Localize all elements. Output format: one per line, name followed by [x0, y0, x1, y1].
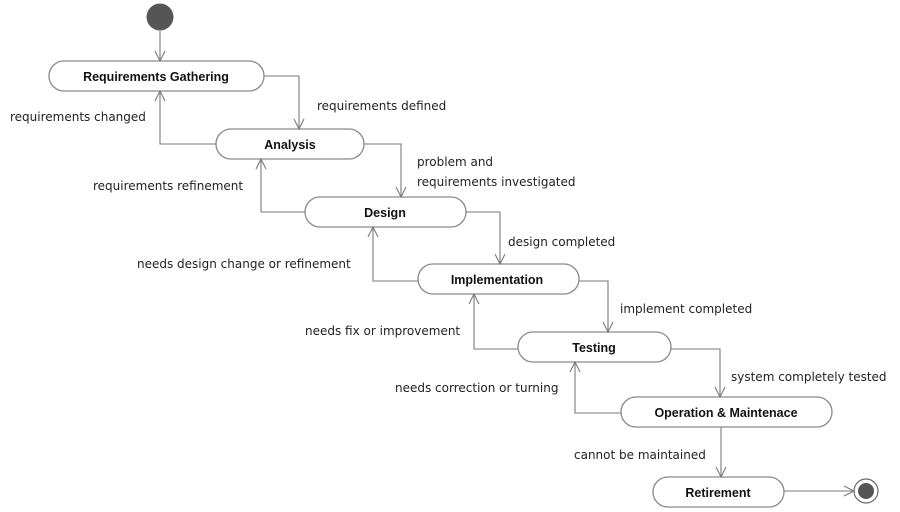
edge-requirements-defined	[264, 75, 305, 131]
state-label-analysis: Analysis	[264, 138, 315, 152]
label-requirements-defined: requirements defined	[317, 99, 446, 113]
edge-needs-design-change	[367, 225, 418, 282]
label-system-tested: system completely tested	[731, 370, 887, 384]
edge-requirements-refinement	[255, 157, 305, 213]
state-retirement: Retirement	[652, 476, 785, 508]
state-label-operation: Operation & Maintenace	[654, 406, 797, 420]
label-requirements-refinement: requirements refinement	[93, 179, 243, 193]
final-node	[853, 478, 879, 504]
label-requirements-changed: requirements changed	[10, 110, 146, 124]
edge-cannot-be-maintained	[715, 427, 727, 479]
state-label-implementation: Implementation	[451, 273, 543, 287]
label-needs-fix: needs fix or improvement	[305, 324, 460, 338]
edge-system-tested	[671, 348, 726, 399]
state-operation-maintenance: Operation & Maintenace	[620, 396, 833, 428]
initial-node	[146, 3, 174, 31]
state-testing: Testing	[517, 331, 672, 363]
label-needs-correction: needs correction or turning	[395, 381, 558, 395]
state-requirements-gathering: Requirements Gathering	[48, 60, 265, 92]
label-problem-investigated-1: problem and	[417, 155, 493, 169]
edge-design-completed	[466, 211, 506, 266]
edge-initial-to-requirements	[154, 31, 166, 63]
label-cannot-be-maintained: cannot be maintained	[574, 448, 706, 462]
edge-needs-correction	[569, 360, 621, 414]
label-problem-investigated-2: requirements investigated	[417, 175, 576, 189]
label-needs-design-change: needs design change or refinement	[137, 257, 351, 271]
edge-problem-investigated	[364, 143, 407, 199]
edge-needs-fix	[468, 292, 518, 350]
edge-implement-completed	[579, 280, 614, 334]
state-analysis: Analysis	[215, 128, 365, 160]
edge-requirements-changed	[154, 89, 216, 145]
label-implement-completed: implement completed	[620, 302, 752, 316]
state-label-design: Design	[364, 206, 406, 220]
state-design: Design	[304, 196, 467, 228]
state-implementation: Implementation	[417, 263, 580, 295]
state-label-testing: Testing	[572, 341, 616, 355]
state-label-requirements: Requirements Gathering	[83, 70, 229, 84]
edge-retirement-to-final	[784, 485, 856, 497]
state-label-retirement: Retirement	[685, 486, 751, 500]
label-design-completed: design completed	[508, 235, 615, 249]
